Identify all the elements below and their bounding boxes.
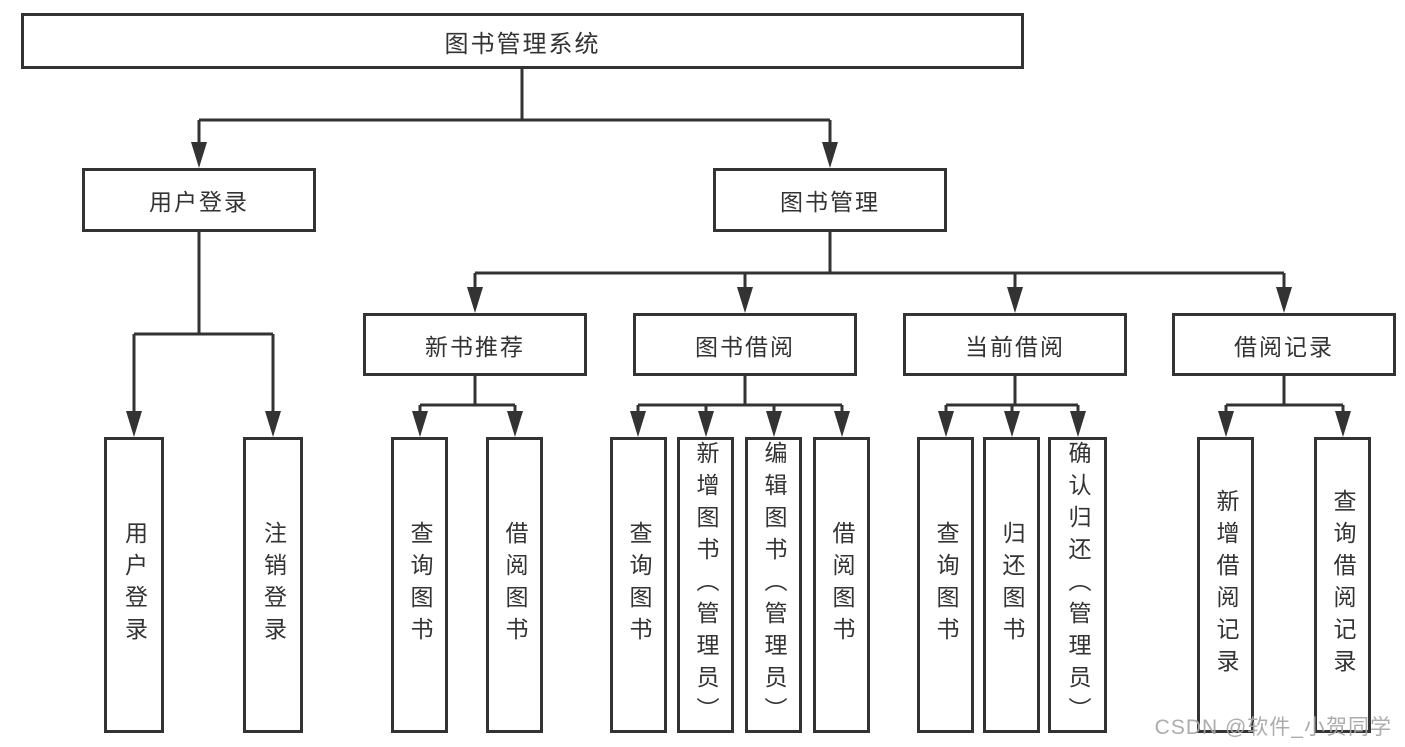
arrow-icon: [1218, 411, 1234, 437]
leaf-label: 新增图书（管理员）: [693, 441, 719, 729]
edge-borrow-records-bus: [1224, 376, 1345, 417]
leaf-label: 查询图书: [407, 521, 433, 649]
node-label: 用户登录: [149, 189, 249, 215]
leaf-add-books-admin: 新增图书（管理员）: [677, 437, 734, 733]
leaf-query-borrow-record: 查询借阅记录: [1314, 437, 1371, 733]
arrow-icon: [412, 411, 428, 437]
leaf-borrow-books-recommend: 借阅图书: [486, 437, 543, 733]
leaf-logout: 注销登录: [243, 437, 303, 733]
arrow-icon: [191, 142, 207, 168]
arrow-icon: [1007, 287, 1023, 313]
leaf-label: 借阅图书: [829, 521, 855, 649]
node-label: 图书借阅: [695, 333, 795, 360]
edge-book-borrow-bus: [636, 376, 844, 417]
arrow-icon: [766, 411, 782, 437]
node-current-borrowing: 当前借阅: [903, 313, 1127, 376]
arrow-icon: [1335, 411, 1351, 437]
arrow-icon: [938, 411, 954, 437]
arrow-icon: [126, 411, 142, 437]
leaf-label: 注销登录: [260, 521, 287, 649]
node-user-login: 用户登录: [82, 168, 316, 232]
leaf-label: 查询图书: [933, 521, 959, 649]
node-new-book-recommendation: 新书推荐: [363, 313, 587, 376]
arrow-icon: [507, 411, 523, 437]
arrow-icon: [1070, 411, 1086, 437]
leaf-return-books: 归还图书: [983, 437, 1040, 733]
leaf-label: 确认归还（管理员）: [1065, 441, 1091, 729]
edge-book-mgmt-bus: [473, 232, 1286, 293]
arrowheads: [126, 142, 1351, 437]
node-book-borrowing: 图书借阅: [633, 313, 857, 376]
leaf-label: 用户登录: [121, 521, 148, 649]
edge-current-borrow-bus: [944, 376, 1080, 417]
node-library-management-system: 图书管理系统: [21, 13, 1024, 69]
leaf-borrow-books: 借阅图书: [813, 437, 870, 733]
leaf-query-books-current: 查询图书: [917, 437, 974, 733]
leaf-label: 查询借阅记录: [1330, 489, 1356, 681]
arrow-icon: [630, 411, 646, 437]
arrow-icon: [737, 287, 753, 313]
arrow-icon: [1004, 411, 1020, 437]
node-label: 新书推荐: [425, 333, 525, 360]
arrow-icon: [834, 411, 850, 437]
edge-root-bus: [197, 69, 832, 148]
edge-user-login-bus: [132, 232, 275, 417]
leaf-label: 编辑图书（管理员）: [761, 441, 787, 729]
csdn-watermark: CSDN @软件_小贺同学: [1154, 716, 1392, 739]
leaf-query-books-recommend: 查询图书: [391, 437, 448, 733]
node-label: 借阅记录: [1234, 333, 1334, 360]
edge-new-book-bus: [418, 376, 517, 417]
leaf-edit-books-admin: 编辑图书（管理员）: [745, 437, 802, 733]
node-label: 图书管理: [780, 189, 880, 215]
leaf-label: 借阅图书: [502, 521, 528, 649]
node-book-management: 图书管理: [713, 168, 947, 232]
node-borrowing-records: 借阅记录: [1172, 313, 1396, 376]
leaf-add-borrow-record: 新增借阅记录: [1197, 437, 1254, 733]
leaf-label: 查询图书: [626, 521, 652, 649]
leaf-label: 归还图书: [999, 521, 1025, 649]
leaf-label: 新增借阅记录: [1213, 489, 1239, 681]
leaf-confirm-return-admin: 确认归还（管理员）: [1048, 437, 1107, 733]
leaf-query-books-borrow: 查询图书: [610, 437, 667, 733]
arrow-icon: [265, 411, 281, 437]
arrow-icon: [467, 287, 483, 313]
node-label: 当前借阅: [965, 333, 1065, 360]
leaf-user-login: 用户登录: [104, 437, 164, 733]
arrow-icon: [1276, 287, 1292, 313]
node-label: 图书管理系统: [444, 30, 601, 58]
arrow-icon: [698, 411, 714, 437]
arrow-icon: [822, 142, 838, 168]
